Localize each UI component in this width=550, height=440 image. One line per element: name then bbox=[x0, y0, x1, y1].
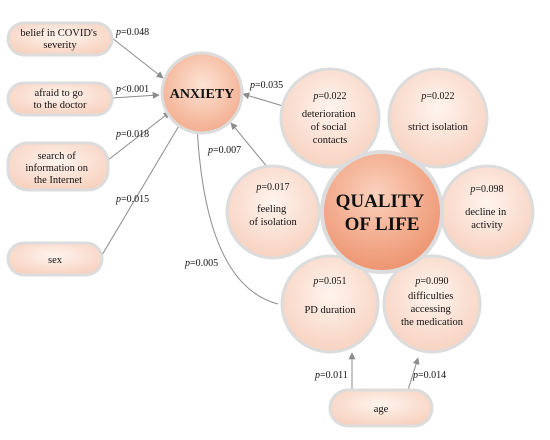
factor-doctor-label: afraid to go to the doctor bbox=[33, 88, 87, 111]
p-age-medication: p=0.014 bbox=[412, 370, 446, 381]
edge-isolation-anxiety bbox=[230, 122, 269, 169]
factor-covid: belief in COVID's severity bbox=[6, 21, 114, 57]
p-pd-anxiety: p=0.005 bbox=[184, 258, 218, 269]
edge-pd-anxiety bbox=[193, 124, 279, 305]
petal-pd: p=0.051 PD duration bbox=[280, 254, 380, 354]
svg-text:p=0.022: p=0.022 bbox=[420, 91, 454, 102]
factor-doctor: afraid to go to the doctor bbox=[6, 81, 114, 117]
edge-sex-anxiety bbox=[101, 118, 184, 256]
svg-text:p=0.017: p=0.017 bbox=[255, 182, 289, 193]
factor-sex-label: sex bbox=[48, 255, 63, 266]
factor-age: age bbox=[328, 388, 434, 428]
svg-text:p=0.022: p=0.022 bbox=[312, 91, 346, 102]
anxiety-label: ANXIETY bbox=[170, 87, 235, 102]
petal-pd-label: PD duration bbox=[304, 305, 356, 316]
factor-internet: search of information on the Internet bbox=[6, 141, 110, 192]
petal-strict: p=0.022 strict isolation bbox=[387, 67, 489, 169]
petal-medication-label: difficulties accessing the medication bbox=[401, 291, 464, 328]
quality-of-life-node: QUALITY OF LIFE bbox=[320, 150, 444, 274]
factor-sex: sex bbox=[6, 241, 104, 277]
p-social-anxiety: p=0.035 bbox=[249, 80, 283, 91]
edge-doctor-anxiety bbox=[111, 91, 160, 99]
factor-internet-label: search of information on the Internet bbox=[25, 151, 90, 186]
edges bbox=[101, 37, 420, 391]
edge-covid-anxiety bbox=[111, 37, 164, 79]
edge-p-values: p=0.048 p<0.001 p=0.018 p=0.015 p=0.035 … bbox=[115, 27, 446, 381]
petal-activity-label: decline in activity bbox=[465, 207, 509, 231]
p-doctor: p<0.001 bbox=[115, 84, 149, 95]
petal-social-label: deterioration of social contacts bbox=[302, 109, 358, 146]
svg-text:p=0.098: p=0.098 bbox=[469, 184, 503, 195]
factor-covid-label: belief in COVID's severity bbox=[20, 28, 99, 51]
quality-of-life-label: QUALITY OF LIFE bbox=[336, 191, 429, 235]
anxiety-node: ANXIETY bbox=[160, 51, 244, 135]
edge-internet-anxiety bbox=[107, 111, 171, 161]
svg-text:p=0.051: p=0.051 bbox=[312, 276, 346, 287]
p-isolation-anxiety: p=0.007 bbox=[207, 145, 241, 156]
petal-activity: p=0.098 decline in activity bbox=[439, 164, 535, 260]
petal-isolation: p=0.017 feeling of isolation bbox=[225, 164, 321, 260]
p-sex: p=0.015 bbox=[115, 194, 149, 205]
factor-age-label: age bbox=[374, 404, 389, 415]
p-covid: p=0.048 bbox=[115, 27, 149, 38]
petal-medication: p=0.090 difficulties accessing the medic… bbox=[382, 254, 482, 354]
edge-social-anxiety bbox=[242, 92, 284, 107]
svg-text:p=0.090: p=0.090 bbox=[414, 276, 448, 287]
petal-social: p=0.022 deterioration of social contacts bbox=[279, 67, 381, 169]
edge-age-medication bbox=[407, 357, 420, 391]
petal-strict-label: strict isolation bbox=[408, 122, 469, 133]
petal-social-p: =0.022 bbox=[318, 91, 346, 102]
p-age-pd: p=0.011 bbox=[314, 370, 348, 381]
petal-isolation-label: feeling of isolation bbox=[249, 204, 297, 228]
p-internet: p=0.018 bbox=[115, 129, 149, 140]
